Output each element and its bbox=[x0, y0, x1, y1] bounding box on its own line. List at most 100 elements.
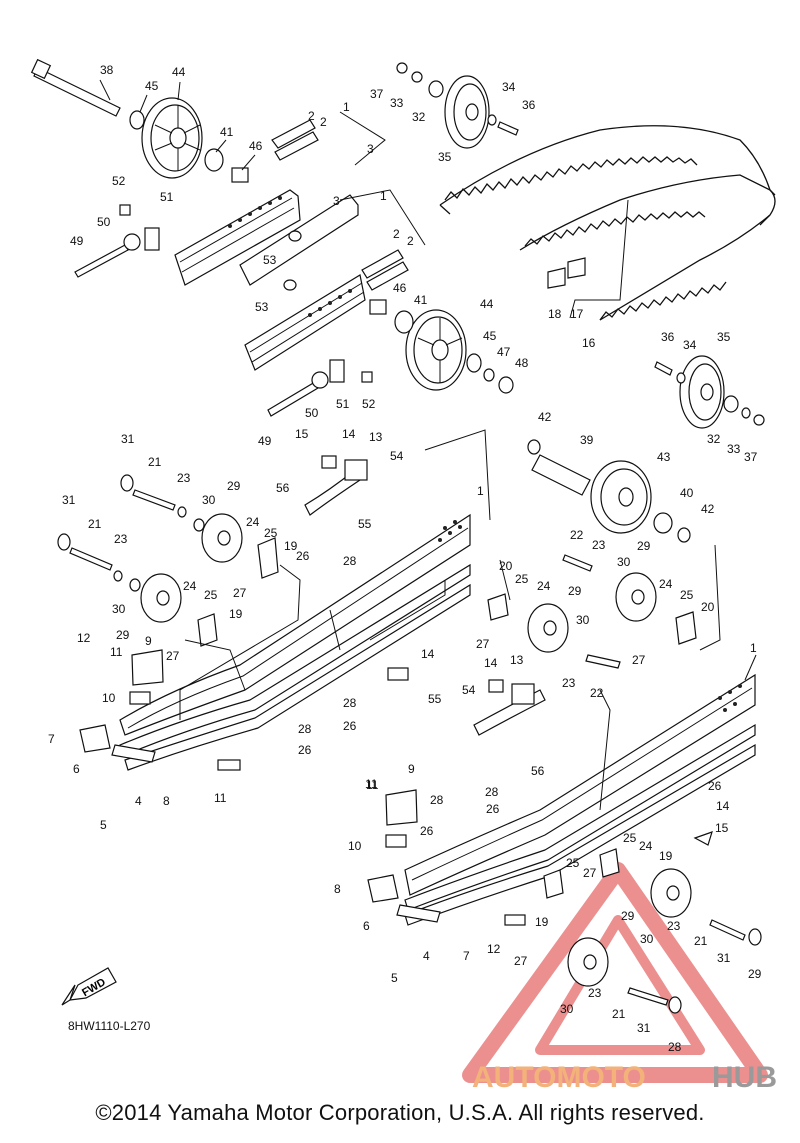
bearing-48 bbox=[498, 376, 514, 394]
callout: 30 bbox=[576, 613, 590, 627]
callout: 28 bbox=[485, 785, 499, 799]
callout: 25 bbox=[623, 831, 637, 845]
plate-2-mid bbox=[361, 249, 404, 279]
bolt-52 bbox=[119, 204, 131, 216]
callout: 34 bbox=[502, 80, 516, 94]
callout: 35 bbox=[717, 330, 731, 344]
callout: 10 bbox=[348, 839, 362, 853]
callout: 23 bbox=[592, 538, 606, 552]
right-wheels bbox=[367, 554, 762, 1014]
callout-labels: 38 45 44 41 46 1 2 2 3 52 51 50 49 53 37… bbox=[48, 63, 762, 1054]
callout: 2 bbox=[407, 234, 414, 248]
callout: 28 bbox=[343, 696, 357, 710]
callout: 15 bbox=[715, 821, 729, 835]
callout: 23 bbox=[562, 676, 576, 690]
shaft-38 bbox=[30, 58, 121, 117]
bracket-46-mid bbox=[369, 299, 387, 315]
callout: 36 bbox=[661, 330, 675, 344]
callout: 11 bbox=[110, 645, 123, 659]
callout: 55 bbox=[428, 692, 442, 706]
callout: 26 bbox=[420, 824, 434, 838]
callout: 52 bbox=[112, 174, 126, 188]
watermark-text: AUTOMOTO HUB bbox=[472, 1061, 777, 1094]
callout: 37 bbox=[370, 87, 384, 101]
nut-53-mid bbox=[283, 279, 297, 291]
slide-rail-right bbox=[396, 673, 756, 926]
callout: 26 bbox=[486, 802, 500, 816]
callout: 51 bbox=[336, 397, 350, 411]
callout: 24 bbox=[246, 515, 260, 529]
callout: 28 bbox=[430, 793, 444, 807]
callout: 23 bbox=[667, 919, 681, 933]
callout: 50 bbox=[97, 215, 111, 229]
callout: 12 bbox=[487, 942, 501, 956]
callout: 41 bbox=[414, 293, 428, 307]
shaft-39 bbox=[531, 454, 591, 496]
plate-2 bbox=[271, 119, 316, 149]
fwd-label: FWD bbox=[80, 976, 108, 999]
clip-18 bbox=[547, 267, 566, 289]
callout: 48 bbox=[515, 356, 529, 370]
bracket-51-mid bbox=[329, 359, 345, 383]
callout: 31 bbox=[62, 493, 76, 507]
collar-32 bbox=[428, 80, 444, 98]
idler-wheel-44 bbox=[141, 97, 203, 179]
callout: 56 bbox=[531, 764, 545, 778]
bearing-45-mid bbox=[466, 353, 482, 373]
callout: 36 bbox=[522, 98, 536, 112]
callout: 53 bbox=[255, 300, 269, 314]
callout: 49 bbox=[70, 234, 84, 248]
callout: 43 bbox=[657, 450, 671, 464]
callout: 14 bbox=[716, 799, 730, 813]
washer-34-right bbox=[676, 372, 686, 384]
callout: 33 bbox=[727, 442, 741, 456]
plate-2-mid-b bbox=[366, 261, 409, 291]
callout: 30 bbox=[617, 555, 631, 569]
callout: 26 bbox=[298, 743, 312, 757]
callout: 5 bbox=[100, 818, 107, 832]
callout: 19 bbox=[535, 915, 549, 929]
left-wheels bbox=[57, 455, 409, 771]
washer-34 bbox=[487, 114, 497, 126]
callout: 19 bbox=[659, 849, 673, 863]
callout: 8 bbox=[163, 794, 170, 808]
fwd-arrow-icon bbox=[61, 967, 117, 1006]
callout: 29 bbox=[748, 967, 762, 981]
callout: 44 bbox=[172, 65, 186, 79]
callout: 2 bbox=[393, 227, 400, 241]
callout: 29 bbox=[227, 479, 241, 493]
callout: 37 bbox=[744, 450, 758, 464]
callout: 23 bbox=[588, 986, 602, 1000]
callout: 21 bbox=[88, 517, 102, 531]
callout: 47 bbox=[497, 345, 511, 359]
nut-37-right bbox=[753, 414, 765, 426]
callout: 24 bbox=[659, 577, 673, 591]
washer-33-right bbox=[741, 407, 751, 419]
callout: 18 bbox=[548, 307, 562, 321]
callout: 24 bbox=[183, 579, 197, 593]
callout: 8 bbox=[334, 882, 341, 896]
ring-47 bbox=[483, 368, 495, 382]
bolt-49 bbox=[74, 244, 129, 278]
callout: 30 bbox=[112, 602, 126, 616]
callout: 19 bbox=[284, 539, 298, 553]
callout: 10 bbox=[102, 691, 116, 705]
callout: 1 bbox=[380, 189, 387, 203]
callout: 46 bbox=[393, 281, 407, 295]
washer-33 bbox=[411, 71, 423, 83]
callout: 7 bbox=[463, 949, 470, 963]
callout: 34 bbox=[683, 338, 697, 352]
callout: 21 bbox=[694, 934, 708, 948]
callout: 26 bbox=[708, 779, 722, 793]
callout: 21 bbox=[148, 455, 162, 469]
slide-rail-left bbox=[111, 513, 471, 771]
callout: 44 bbox=[480, 297, 494, 311]
callout: 21 bbox=[612, 1007, 626, 1021]
callout: 32 bbox=[412, 110, 426, 124]
callout: 22 bbox=[570, 528, 584, 542]
callout: 24 bbox=[537, 579, 551, 593]
callout: 2 bbox=[320, 115, 327, 129]
callout: 50 bbox=[305, 406, 319, 420]
callout: 14 bbox=[484, 656, 498, 670]
